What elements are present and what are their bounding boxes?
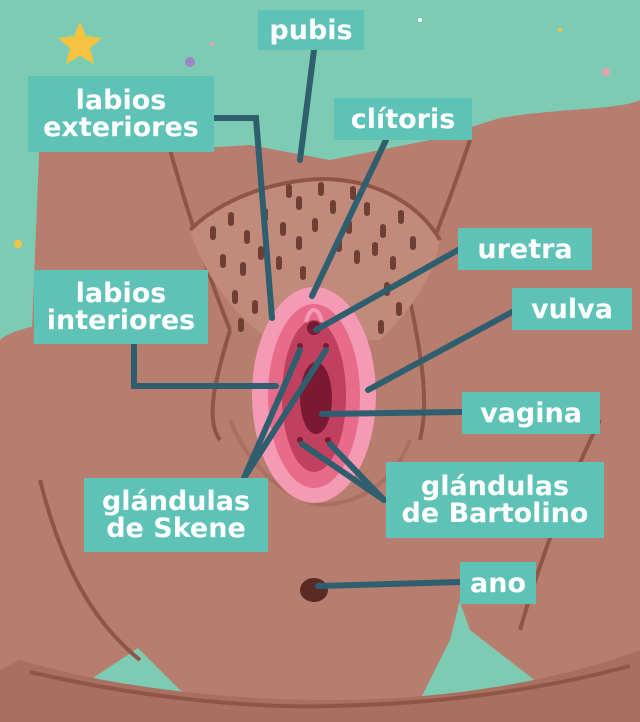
label-ano: ano (460, 562, 536, 604)
label-glandulas-skene: glándulas de Skene (84, 478, 268, 552)
label-labios-exteriores: labios exteriores (28, 76, 214, 152)
anus-shape (300, 578, 328, 602)
leader-vagina (322, 412, 462, 414)
label-vagina: vagina (462, 392, 600, 434)
leader-pubis (300, 50, 314, 160)
label-glandulas-bartolino: glándulas de Bartolino (386, 462, 604, 538)
label-pubis: pubis (258, 10, 364, 50)
star-top-left-icon (58, 22, 102, 64)
leader-ano (318, 582, 460, 586)
vaginal-opening-shape (300, 362, 332, 434)
label-clitoris: clítoris (334, 98, 472, 140)
label-uretra: uretra (458, 228, 592, 270)
label-vulva: vulva (512, 288, 632, 330)
label-labios-interiores: labios interiores (34, 270, 208, 344)
